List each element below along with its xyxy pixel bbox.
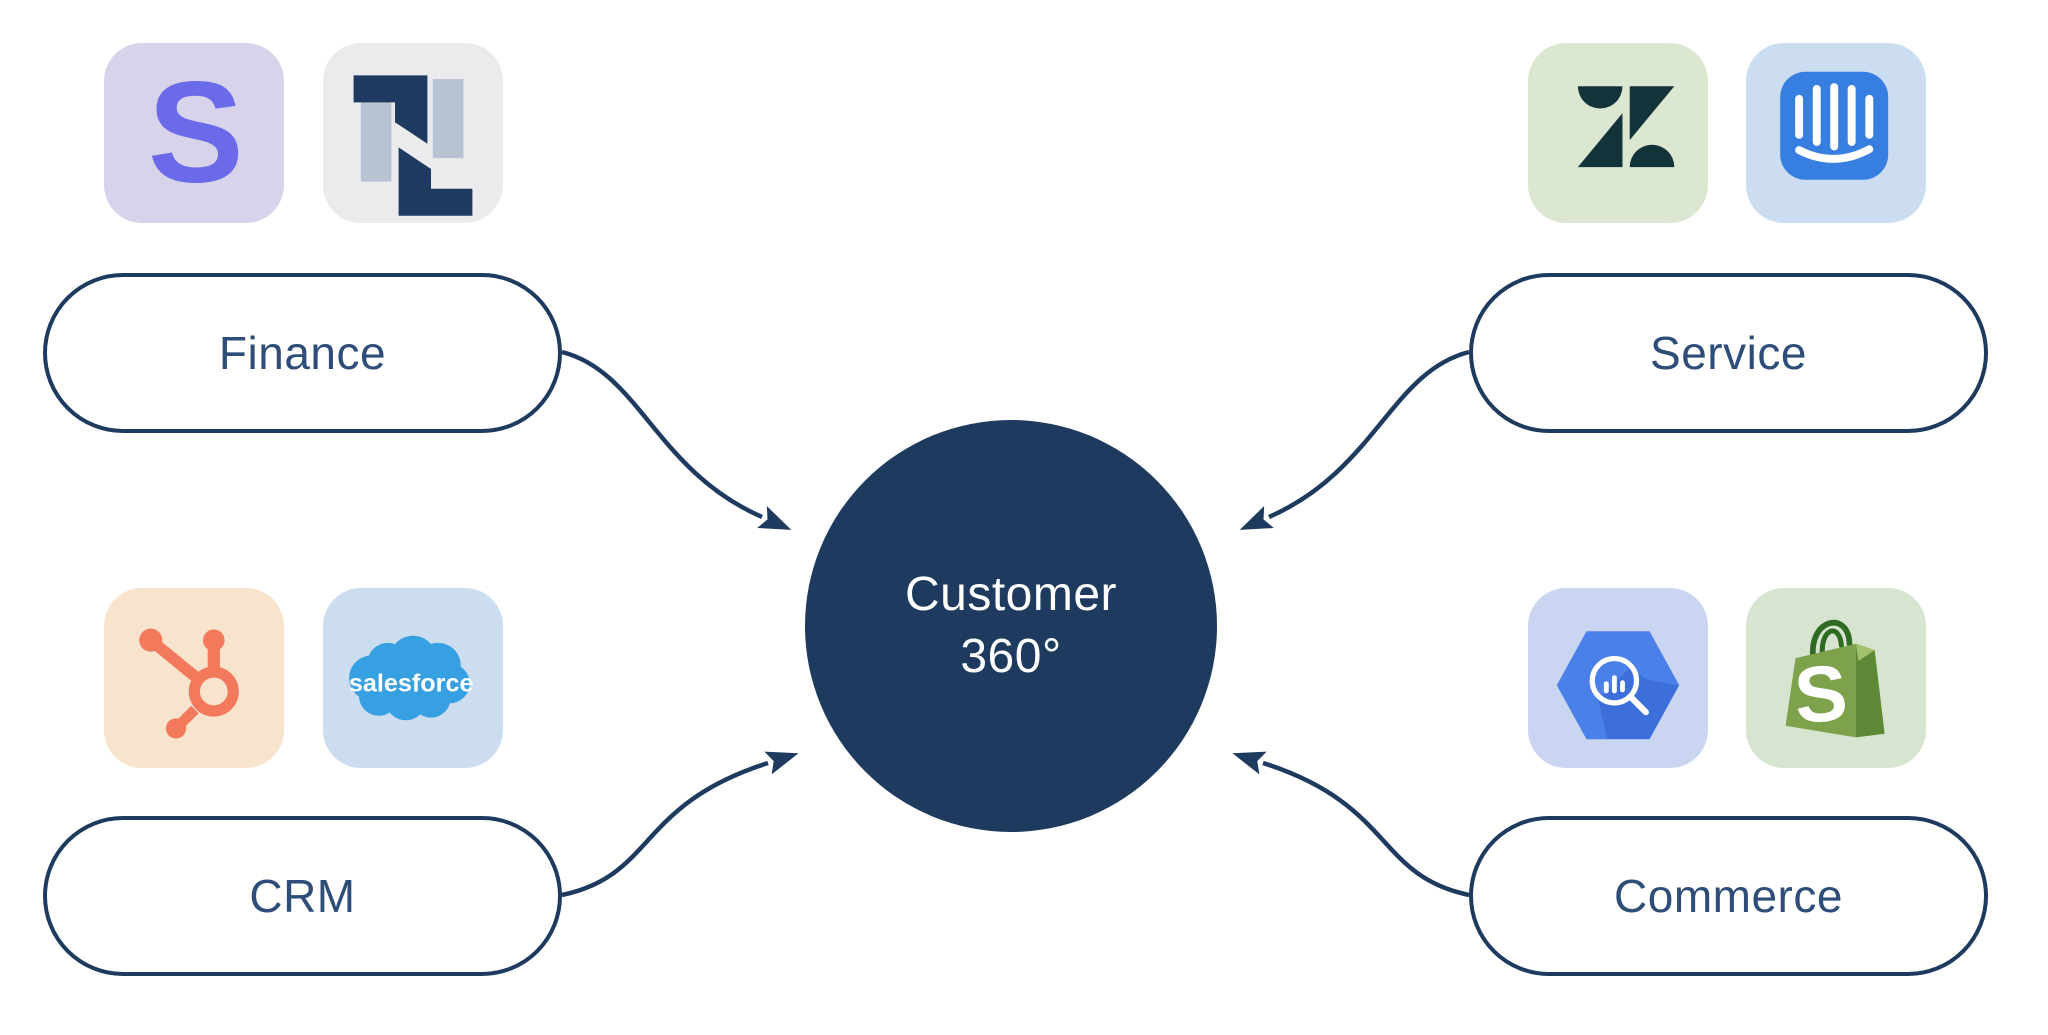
- netsuite-icon: [353, 75, 473, 216]
- customer-360-line2: 360°: [960, 630, 1062, 683]
- zendesk-icon: [1577, 86, 1675, 168]
- service-pill-label: Service: [1650, 327, 1807, 379]
- salesforce-icon: salesforce: [349, 635, 474, 721]
- hubspot-icon: [139, 628, 239, 739]
- commerce-pill: Commerce: [1469, 816, 1988, 976]
- customer-360-line1: Customer: [904, 568, 1118, 621]
- commerce-pill-label: Commerce: [1614, 870, 1843, 922]
- intercom-app-tile: [1746, 43, 1926, 223]
- stripe-icon: S: [148, 52, 244, 213]
- intercom-icon: [1780, 71, 1889, 180]
- zendesk-app-tile: [1528, 43, 1708, 223]
- service-arrow: [1239, 349, 1470, 530]
- finance-pill: Finance: [43, 273, 562, 433]
- salesforce-app-tile: salesforce: [323, 588, 503, 768]
- netsuite-app-tile: [323, 43, 503, 223]
- hubspot-app-tile: [104, 588, 284, 768]
- service-pill: Service: [1469, 273, 1988, 433]
- stripe-s-glyph: S: [148, 52, 244, 213]
- salesforce-wordmark: salesforce: [349, 670, 474, 698]
- commerce-arrow: [1232, 751, 1470, 898]
- shopify-app-tile: S: [1746, 588, 1926, 768]
- crm-arrow: [561, 751, 799, 898]
- finance-arrow: [561, 349, 792, 530]
- finance-pill-label: Finance: [218, 327, 387, 379]
- bigquery-app-tile: [1528, 588, 1708, 768]
- crm-pill: CRM: [43, 816, 562, 976]
- crm-pill-label: CRM: [249, 870, 356, 922]
- bigquery-icon: [1556, 631, 1680, 740]
- customer-360-node: Customer 360°: [805, 420, 1217, 832]
- shopify-icon: S: [1785, 620, 1885, 740]
- shopify-s-glyph: S: [1791, 647, 1850, 739]
- stripe-app-tile: S: [104, 43, 284, 223]
